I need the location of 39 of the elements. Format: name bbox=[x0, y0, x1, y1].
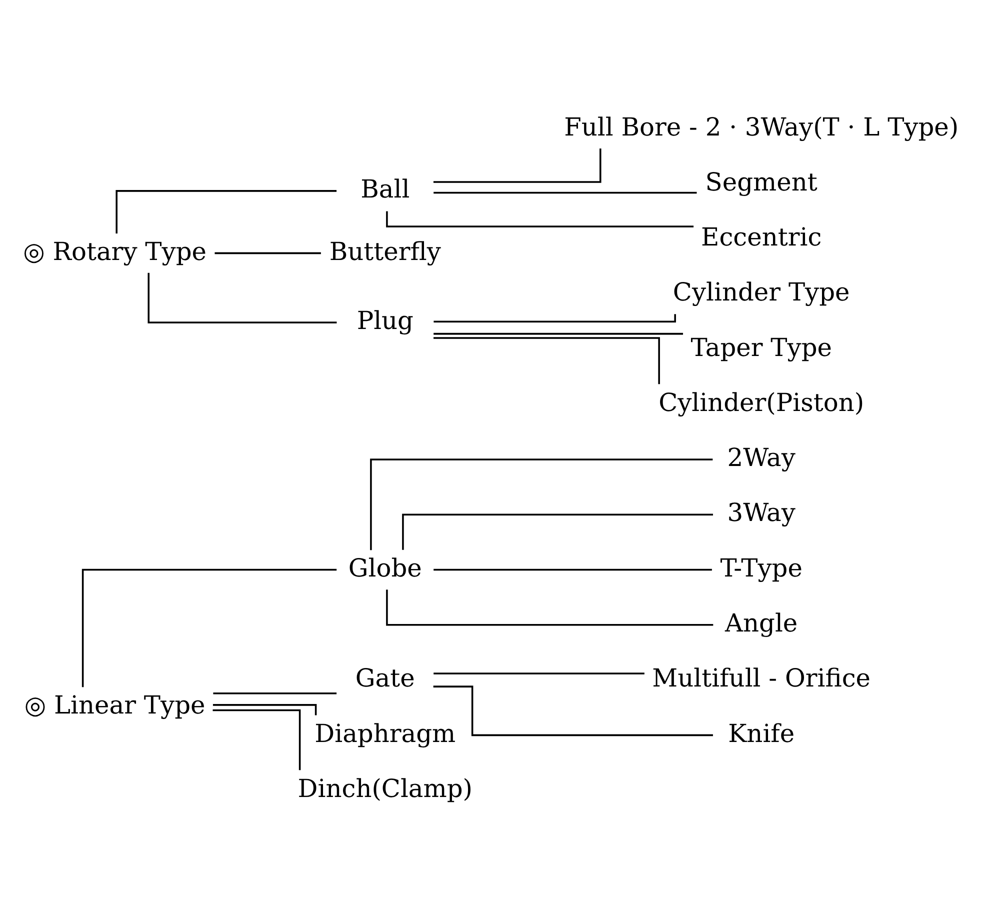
connector bbox=[434, 336, 660, 384]
node-text: ◎ Rotary Type bbox=[23, 236, 207, 266]
node-text: Butterfly bbox=[329, 236, 441, 266]
connector bbox=[214, 252, 321, 254]
connector bbox=[433, 685, 713, 736]
connector bbox=[434, 568, 712, 570]
node-text: Diaphragm bbox=[314, 718, 456, 748]
node-text: 3Way bbox=[727, 498, 796, 527]
connector bbox=[370, 458, 713, 550]
node-text: Plug bbox=[356, 306, 414, 335]
node-text: Eccentric bbox=[701, 222, 822, 252]
node-text: Gate bbox=[355, 663, 415, 692]
node-text: ◎ Linear Type bbox=[24, 690, 206, 719]
node-text: Knife bbox=[728, 718, 795, 748]
node-text: T-Type bbox=[720, 552, 802, 582]
node-text: Angle bbox=[725, 608, 798, 637]
node-text: Globe bbox=[348, 552, 422, 582]
node-text: Multifull - Orifice bbox=[652, 663, 871, 692]
connector bbox=[402, 513, 713, 550]
node-text: Cylinder Type bbox=[672, 277, 850, 306]
connector bbox=[212, 708, 301, 770]
connector bbox=[434, 332, 684, 334]
connector bbox=[148, 272, 337, 323]
node-text: Ball bbox=[360, 174, 410, 204]
connector bbox=[434, 314, 676, 322]
connector bbox=[82, 568, 337, 687]
connector bbox=[434, 191, 697, 194]
node-text: 2Way bbox=[727, 442, 796, 472]
connector bbox=[433, 148, 602, 182]
connector bbox=[386, 589, 714, 626]
connector bbox=[213, 692, 337, 694]
node-text: Taper Type bbox=[690, 332, 832, 362]
node-text: Cylinder(Piston) bbox=[658, 387, 864, 416]
connector bbox=[116, 190, 337, 233]
connector bbox=[212, 704, 317, 715]
node-text: Segment bbox=[705, 166, 818, 196]
node-text: Full Bore - 2 · 3Way(T · L Type) bbox=[564, 112, 959, 141]
node-text: Dinch(Clamp) bbox=[298, 773, 473, 802]
connector bbox=[434, 672, 644, 674]
